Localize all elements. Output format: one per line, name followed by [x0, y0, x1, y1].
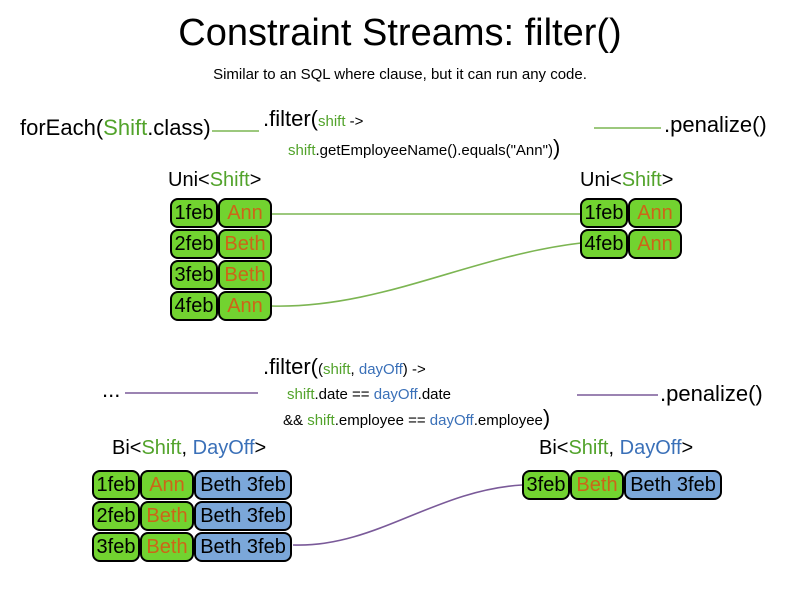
shift-date-cell: 3feb	[170, 260, 218, 290]
shift-date-cell: 1feb	[580, 198, 628, 228]
code-penalize2: .penalize()	[660, 381, 763, 406]
shift-employee-cell: Ann	[218, 198, 272, 228]
shift-employee-cell: Beth	[140, 532, 194, 562]
code-filter1-close: )	[552, 135, 561, 160]
slide-title: Constraint Streams: filter()	[178, 12, 622, 54]
code-penalize1: .penalize()	[664, 112, 767, 137]
code-filter2: .filter((shift, dayOff) -> shift.date ==…	[263, 354, 550, 432]
code-filter2-line2-mid: .date ==	[314, 386, 374, 403]
bi-right-label-post: >	[681, 437, 694, 459]
code-foreach-pre: forEach(	[20, 115, 104, 140]
code-filter2-comma: ,	[350, 361, 359, 378]
code-filter2-param2: dayOff	[358, 361, 403, 378]
bi-left-label-type2: DayOff	[192, 437, 255, 459]
code-filter2-line3-end: .employee	[473, 412, 543, 429]
code-filter2-arrow: ) ->	[402, 361, 426, 378]
code-filter1-body-param: shift	[288, 142, 316, 159]
code-filter1-head: .filter(	[263, 106, 318, 131]
uni-right-label: Uni<Shift>	[580, 169, 673, 192]
shift-date-cell: 2feb	[92, 501, 140, 531]
dayoff-cell: Beth 3feb	[624, 470, 722, 500]
code-foreach-class: Shift	[103, 115, 148, 140]
code-filter2-close: )	[542, 405, 551, 430]
shift-employee-cell: Beth	[140, 501, 194, 531]
code-filter1-param: shift	[318, 113, 346, 130]
slide-subtitle: Similar to an SQL where clause, but it c…	[213, 66, 587, 83]
code-foreach: forEach(Shift.class)	[20, 115, 211, 141]
bi-left-label-type1: Shift	[141, 437, 182, 459]
code-filter2-line1: .filter((shift, dayOff) ->	[263, 354, 550, 383]
shift-employee-cell: Beth	[218, 229, 272, 259]
uni-right-label-type: Shift	[621, 169, 662, 191]
bi-right-label-type1: Shift	[568, 437, 609, 459]
shift-date-cell: 2feb	[170, 229, 218, 259]
code-filter2-line3: && shift.employee == dayOff.employee)	[283, 406, 550, 432]
connector-bi-row-3feb	[292, 484, 523, 546]
shift-date-cell: 4feb	[170, 291, 218, 321]
connector-row-4feb	[270, 242, 582, 307]
code-filter1: .filter(shift -> shift.getEmployeeName()…	[263, 106, 560, 164]
shift-employee-cell: Ann	[218, 291, 272, 321]
bi-right-label: Bi<Shift, DayOff>	[539, 437, 693, 460]
code-filter2-line2-dayoff: dayOff	[373, 386, 418, 403]
bi-right-label-type2: DayOff	[619, 437, 682, 459]
code-filter2-head: .filter(	[263, 354, 318, 379]
code-filter2-line3-shift: shift	[307, 412, 335, 429]
code-filter2-line3-dayoff: dayOff	[429, 412, 474, 429]
shift-employee-cell: Ann	[628, 229, 682, 259]
shift-employee-cell: Ann	[628, 198, 682, 228]
code-foreach-post: .class)	[147, 115, 211, 140]
bi-left-label: Bi<Shift, DayOff>	[112, 437, 266, 460]
code-filter2-line2: shift.date == dayOff.date	[287, 383, 550, 406]
uni-left-label: Uni<Shift>	[168, 169, 261, 192]
code-filter1-body: .getEmployeeName().equals("Ann")	[315, 142, 553, 159]
shift-date-cell: 1feb	[170, 198, 218, 228]
code-filter1-line1: .filter(shift ->	[263, 106, 560, 135]
uni-left-label-pre: Uni<	[168, 169, 210, 191]
shift-date-cell: 3feb	[92, 532, 140, 562]
bi-right-label-pre: Bi<	[539, 437, 569, 459]
code-filter1-arrow: ->	[345, 113, 364, 130]
code-filter2-paren-open: (	[318, 361, 323, 378]
uni-right-label-post: >	[661, 169, 674, 191]
shift-employee-cell: Ann	[140, 470, 194, 500]
code-filter2-line3-and: &&	[283, 412, 308, 429]
code-filter2-line3-mid: .employee ==	[334, 412, 430, 429]
bi-left-label-comma: ,	[181, 437, 193, 459]
shift-date-cell: 3feb	[522, 470, 570, 500]
bi-left-label-post: >	[254, 437, 267, 459]
uni-left-label-type: Shift	[209, 169, 250, 191]
dayoff-cell: Beth 3feb	[194, 532, 292, 562]
uni-right-label-pre: Uni<	[580, 169, 622, 191]
code-ellipsis: ...	[102, 377, 121, 402]
uni-left-label-post: >	[249, 169, 262, 191]
code-filter1-line2: shift.getEmployeeName().equals("Ann"))	[288, 135, 560, 164]
shift-employee-cell: Beth	[218, 260, 272, 290]
dayoff-cell: Beth 3feb	[194, 470, 292, 500]
code-filter2-line2-end: .date	[417, 386, 452, 403]
code-filter2-param1: shift	[323, 361, 351, 378]
bi-right-label-comma: ,	[608, 437, 620, 459]
code-filter2-line2-shift: shift	[287, 386, 315, 403]
bi-left-label-pre: Bi<	[112, 437, 142, 459]
shift-employee-cell: Beth	[570, 470, 624, 500]
dayoff-cell: Beth 3feb	[194, 501, 292, 531]
shift-date-cell: 1feb	[92, 470, 140, 500]
shift-date-cell: 4feb	[580, 229, 628, 259]
